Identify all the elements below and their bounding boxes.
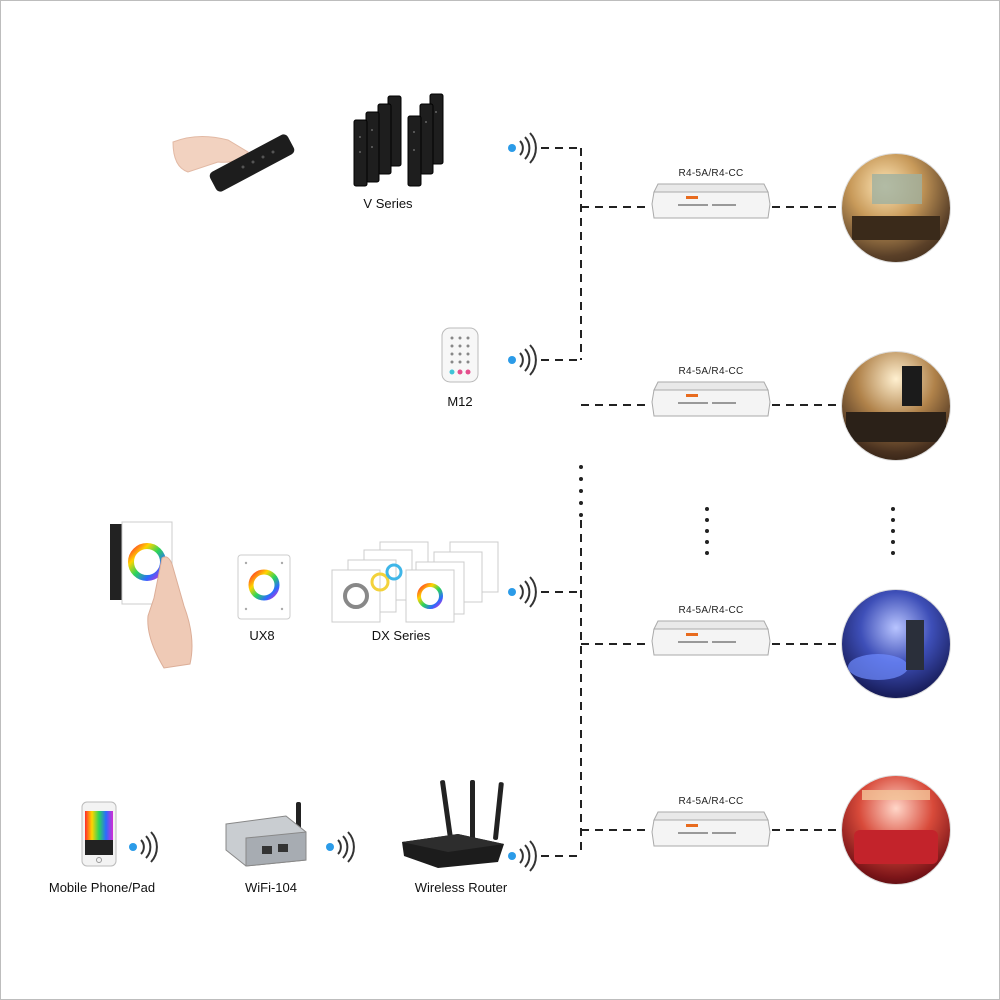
continuation-dots [579,465,895,555]
wireless-signal-icon [508,132,537,164]
controller-label: R4-5A/R4-CC [678,796,744,807]
wireless-signal-icon [508,840,537,872]
v-series-remotes-image [353,93,444,187]
wireless-router-label: Wireless Router [414,880,508,895]
hand-remote-image [172,134,295,192]
dx-series-label: DX Series [371,628,431,643]
dx-series-panels-image [331,541,499,623]
controller-device [651,620,771,656]
wireless-router-image [402,780,504,868]
controller-device [651,183,771,219]
wifi-104-image [225,802,307,867]
controller-label: R4-5A/R4-CC [678,168,744,179]
wireless-signal-icon [508,344,537,376]
m12-remote-image [441,327,479,383]
room-image-kitchen [842,352,950,460]
wall-panel-touch-image [110,521,193,669]
wireless-signal-icon [129,831,158,863]
wifi-104-label: WiFi-104 [244,880,298,895]
wireless-signal-icon [508,576,537,608]
room-image-living-room [842,154,950,262]
controller-device [651,381,771,417]
v-series-label: V Series [363,196,413,211]
wireless-signal-icon [326,831,355,863]
ux8-label: UX8 [249,628,275,643]
controller-label: R4-5A/R4-CC [678,605,744,616]
ux8-panel-image [237,554,291,620]
m12-label: M12 [447,394,473,409]
mobile-phone-image [81,801,117,867]
controller-device [651,811,771,847]
controller-label: R4-5A/R4-CC [678,366,744,377]
room-image-blue-lounge [842,590,950,698]
room-image-red-bedroom [842,776,950,884]
mobile-phone-label: Mobile Phone/Pad [48,880,156,895]
